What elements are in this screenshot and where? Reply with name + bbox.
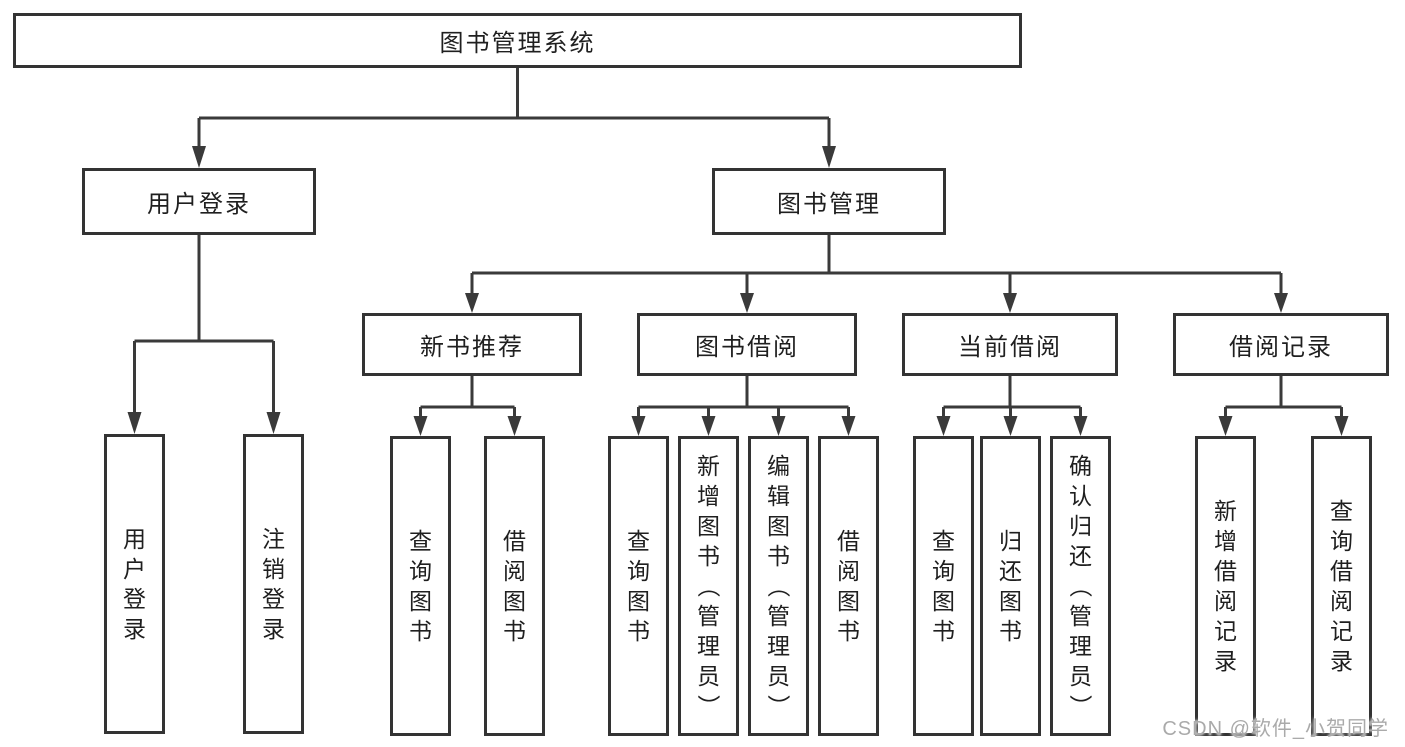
leaf-logout: 注销登录 [243,434,304,734]
node-user-login-label: 用户登录 [147,191,251,218]
leaf-query-books-current: 查询图书 [913,436,974,736]
leaf-add-books-admin: 新增图书（管理员） [678,436,739,736]
leaf-query-books-recommend-label: 查询图书 [409,528,432,644]
node-root: 图书管理系统 [13,13,1022,68]
node-book-borrowing-label: 图书借阅 [695,334,799,361]
leaf-query-books-borrow: 查询图书 [608,436,669,736]
leaf-confirm-return-admin-label: 确认归还（管理员） [1067,453,1094,718]
leaf-borrow-books-recommend: 借阅图书 [484,436,545,736]
node-book-management-label: 图书管理 [777,191,881,218]
leaf-confirm-return-admin: 确认归还（管理员） [1050,436,1111,736]
leaf-borrow-books-recommend-label: 借阅图书 [503,528,526,644]
leaf-borrow-books-label: 借阅图书 [837,528,860,644]
leaf-user-login-label: 用户登录 [123,526,146,642]
leaf-return-books: 归还图书 [980,436,1041,736]
csdn-watermark: CSDN @软件_小贺同学 [1162,718,1389,740]
node-root-label: 图书管理系统 [439,30,596,57]
leaf-logout-label: 注销登录 [262,526,285,642]
leaf-query-books-recommend: 查询图书 [390,436,451,736]
node-book-management: 图书管理 [712,168,946,235]
node-borrowing-records-label: 借阅记录 [1229,334,1333,361]
leaf-query-books-borrow-label: 查询图书 [627,528,650,644]
node-current-borrowing: 当前借阅 [902,313,1118,376]
leaf-query-books-current-label: 查询图书 [932,528,955,644]
node-book-borrowing: 图书借阅 [637,313,857,376]
node-new-book-recommend: 新书推荐 [362,313,582,376]
leaf-add-borrow-record: 新增借阅记录 [1195,436,1256,736]
leaf-return-books-label: 归还图书 [999,528,1022,644]
leaf-query-borrow-record: 查询借阅记录 [1311,436,1372,736]
leaf-add-borrow-record-label: 新增借阅记录 [1214,498,1237,674]
leaf-borrow-books: 借阅图书 [818,436,879,736]
leaf-user-login: 用户登录 [104,434,165,734]
node-new-book-recommend-label: 新书推荐 [420,334,524,361]
leaf-edit-books-admin-label: 编辑图书（管理员） [765,453,792,718]
node-current-borrowing-label: 当前借阅 [958,334,1062,361]
leaf-add-books-admin-label: 新增图书（管理员） [695,453,722,718]
node-borrowing-records: 借阅记录 [1173,313,1389,376]
node-user-login: 用户登录 [82,168,316,235]
leaf-edit-books-admin: 编辑图书（管理员） [748,436,809,736]
leaf-query-borrow-record-label: 查询借阅记录 [1330,498,1353,674]
